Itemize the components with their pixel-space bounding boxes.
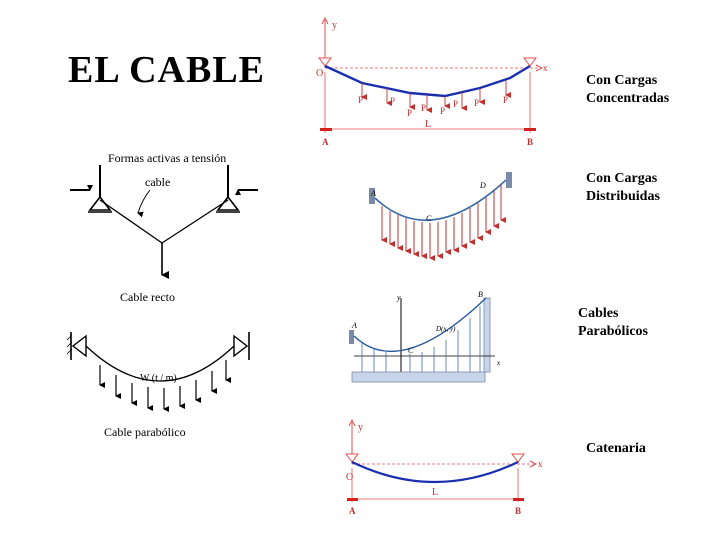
catenary-figure: y x O L A B [345, 418, 543, 516]
fig1-load: P [407, 108, 412, 118]
fig1-axis-x: x [543, 63, 548, 73]
fig1-load: P [390, 96, 395, 106]
tension-title: Formas activas a tensión [108, 151, 226, 165]
fig1-load: P [440, 106, 445, 116]
concentrated-loads-figure: y x O P P P P P P P P [316, 16, 548, 147]
caption-line: Con Cargas [586, 73, 658, 88]
parabolic-caption: Cable parabólico [104, 425, 186, 439]
caption-distributed: Con Cargas Distribuidas [586, 170, 660, 206]
parabolic-cables-figure: y x A B C D(x, y) [349, 290, 501, 383]
fig4-support-b: B [515, 506, 521, 516]
page-title: EL CABLE [68, 49, 266, 91]
straight-caption: Cable recto [120, 290, 175, 304]
fig2-point-c: C [426, 214, 432, 223]
cable-label: cable [145, 175, 170, 189]
caption-line: Catenaria [586, 441, 646, 456]
fig1-support-b: B [527, 137, 533, 147]
caption-parabolic: Cables Parabólicos [578, 305, 648, 341]
fig1-origin: O [316, 68, 323, 79]
fig4-support-a: A [349, 506, 356, 516]
fig1-load: P [358, 95, 363, 105]
distributed-loads [99, 360, 231, 412]
fig1-load: P [421, 103, 426, 113]
tension-cable-figure: Formas activas a tensión cable Cable rec… [70, 151, 258, 304]
fig3-point-d: D(x, y) [435, 325, 456, 333]
fig2-point-d: D [479, 181, 486, 190]
fig1-load: P [453, 99, 458, 109]
caption-line: Concentradas [586, 91, 670, 106]
fig3-point-a: A [351, 321, 357, 330]
distributed-loads-figure: A C D [369, 172, 512, 261]
caption-line: Con Cargas [586, 171, 658, 186]
caption-catenary: Catenaria [586, 440, 646, 458]
fig1-span: L [425, 119, 431, 130]
fig1-load: P [474, 98, 479, 108]
fig4-span: L [432, 487, 438, 498]
parabolic-cable-figure: W (t / m) Cable parabólico [66, 332, 250, 439]
caption-line: Parabólicos [578, 324, 648, 339]
fig3-point-c: C [408, 346, 414, 355]
fig4-axis-x: x [538, 459, 543, 469]
fig3-point-b: B [478, 290, 483, 299]
fig4-origin: O [346, 472, 353, 483]
fig3-axis-y: y [396, 293, 401, 302]
fig2-point-a: A [370, 189, 376, 198]
fig4-axis-y: y [358, 422, 363, 433]
fig1-axis-y: y [332, 20, 337, 31]
fig1-support-a: A [322, 137, 329, 147]
caption-line: Cables [578, 306, 619, 321]
fig1-load: P [503, 95, 508, 105]
caption-line: Distribuidas [586, 189, 660, 204]
caption-concentrated: Con Cargas Concentradas [586, 72, 669, 108]
fig3-axis-x: x [496, 359, 501, 367]
load-label: W (t / m) [140, 373, 177, 384]
